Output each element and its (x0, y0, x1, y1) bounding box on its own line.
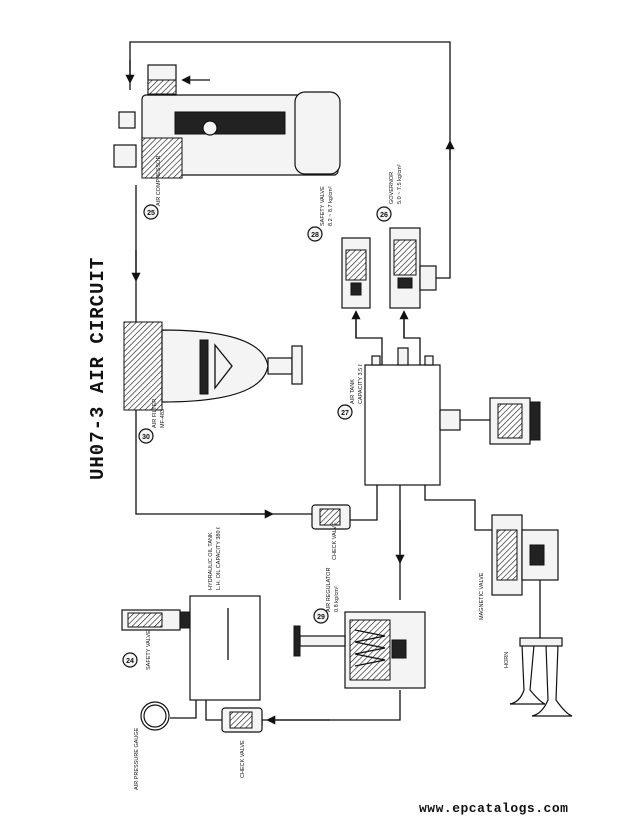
horn (509, 637, 573, 717)
svg-text:28: 28 (311, 232, 319, 239)
component-number-26 (376, 206, 392, 222)
hydraulic-oil-tank (179, 595, 261, 701)
svg-text:24: 24 (126, 658, 134, 665)
air-regulator-label: AIR REGULATOR (326, 568, 332, 612)
air-tank-spec: CAPACITY 3.5 ℓ (358, 364, 364, 404)
air-regulator-spec: 0.8 kg/cm² (334, 586, 340, 612)
check-valve-1 (311, 504, 351, 530)
safety-valve-24-label: SAFETY VALVE (146, 630, 152, 670)
check-valve-1-label: CHECK VALVE (332, 522, 338, 560)
air-tank-27 (364, 347, 541, 486)
svg-text:26: 26 (380, 212, 388, 219)
gauge-pipe (170, 700, 197, 719)
component-number-28 (307, 226, 323, 242)
governor-26-label: GOVERNOR (389, 172, 395, 204)
piping (125, 41, 541, 725)
page-title: UH07-3 AIR CIRCUIT (87, 257, 109, 480)
air-filter-label: AIR FILTER (152, 399, 158, 428)
watermark: www.epcatalogs.com (419, 801, 569, 816)
gauge-label: AIR PRESSURE GAUGE (134, 727, 140, 790)
air-filter-30 (123, 321, 303, 411)
component-number-30 (138, 428, 154, 444)
air-filter-spec: MF-483 (160, 409, 166, 428)
air-pressure-gauge (140, 701, 170, 731)
checkvalve-to-tank-pipe (350, 484, 378, 521)
governor-26-spec: 5.0 ~ 7.5 kg/cm² (397, 164, 403, 204)
governor-to-compressor-pipe (129, 41, 451, 279)
component-number-25 (143, 204, 159, 220)
air-tank-label: AIR TANK (350, 379, 356, 404)
svg-text:29: 29 (317, 614, 325, 621)
component-number-29 (313, 608, 329, 624)
air-compressor-label: AIR COMPRESSOR (156, 156, 162, 206)
horn-label: HORN (504, 652, 510, 668)
check-valve-2 (221, 707, 263, 733)
component-number-27 (337, 404, 353, 420)
hydraulic-tank-label: HYDRAULIC OIL TANK (208, 532, 214, 590)
safety-valve-28-label: SAFETY VALVE (320, 186, 326, 226)
governor-26 (389, 227, 437, 309)
magnetic-valve (491, 514, 559, 596)
check-valve-2-label: CHECK VALVE (240, 740, 246, 778)
air-compressor (113, 64, 341, 179)
safety-valve-28 (341, 237, 371, 309)
safety-valve-24 (121, 609, 181, 631)
air-regulator-29 (293, 611, 426, 689)
safety-valve-28-spec: 8.2 ~ 8.7 kg/cm² (328, 186, 334, 226)
svg-text:25: 25 (147, 210, 155, 217)
svg-text:27: 27 (341, 410, 349, 417)
magnetic-valve-label: MAGNETIC VALVE (479, 572, 485, 620)
tank-to-magnetic-valve-pipe (424, 484, 492, 531)
hydraulic-tank-spec: L.H. OIL CAPACITY 380 ℓ (216, 527, 222, 590)
svg-text:30: 30 (142, 434, 150, 441)
checkvalve-to-hydtank-pipe (205, 700, 222, 721)
component-number-24 (122, 652, 138, 668)
